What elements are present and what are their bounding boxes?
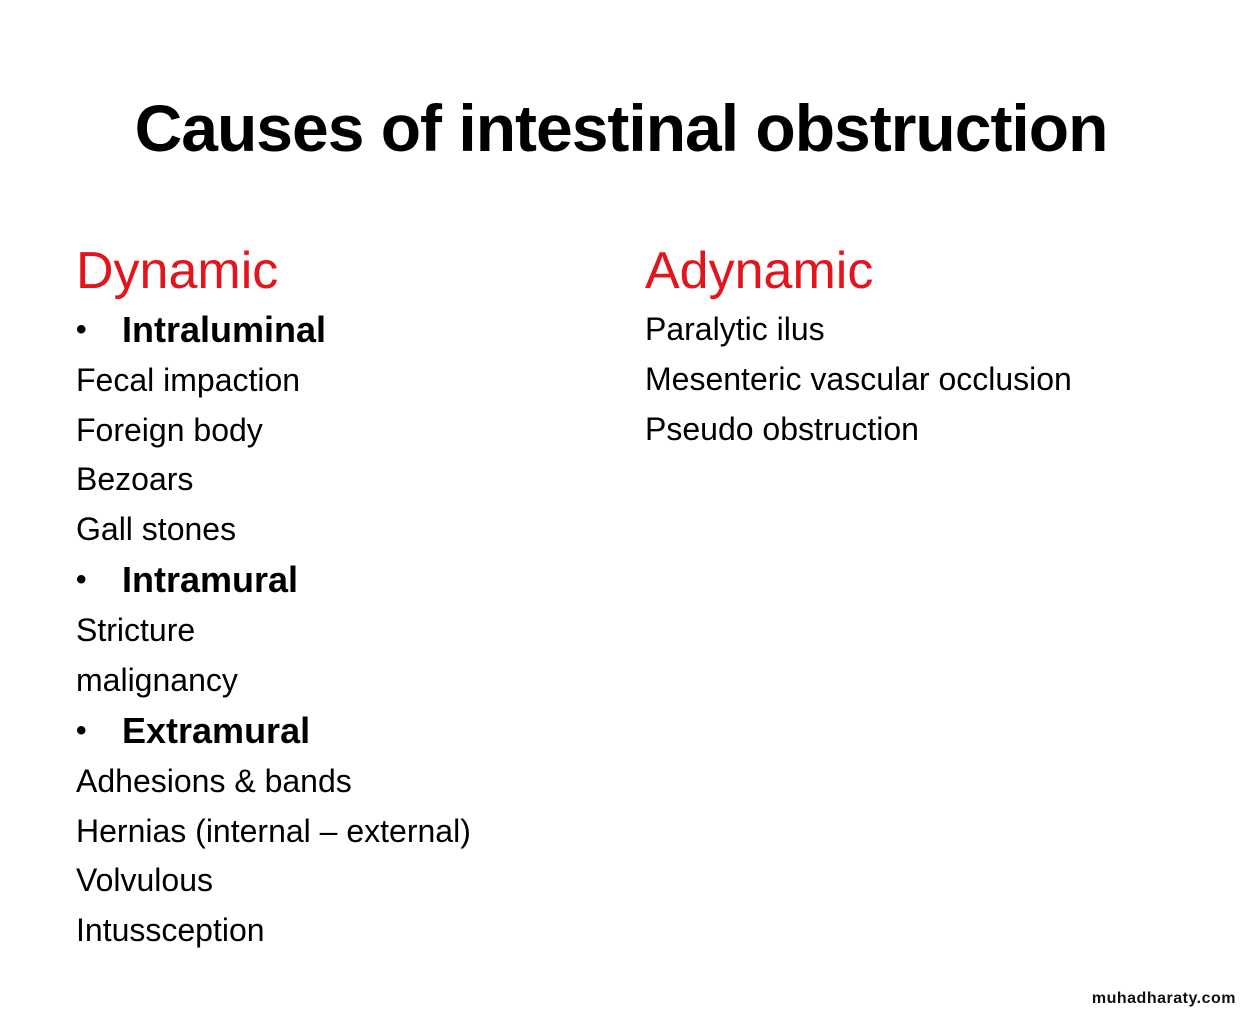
dynamic-column: Dynamic • Intraluminal Fecal impaction F… <box>76 240 471 955</box>
bullet-icon: • <box>76 563 87 596</box>
slide-title: Causes of intestinal obstruction <box>134 91 1109 165</box>
list-item: Volvulous <box>76 862 213 898</box>
list-item: Gall stones <box>76 510 237 547</box>
list-item: Foreign body <box>76 411 263 448</box>
group-label: Intramural <box>122 559 299 600</box>
list-item: Intussception <box>76 911 265 948</box>
list-item: Fecal impaction <box>76 362 301 398</box>
group-extramural: • Extramural <box>76 705 471 757</box>
group-label: Intraluminal <box>122 309 327 350</box>
watermark: muhadharaty.com <box>1091 990 1236 1007</box>
list-item: Mesenteric vascular occlusion <box>645 361 1072 397</box>
adynamic-heading: Adynamic <box>645 242 874 300</box>
list-item: Bezoars <box>76 461 194 497</box>
list-item: Paralytic ilus <box>645 311 825 347</box>
list-item: Stricture <box>76 612 196 648</box>
list-item: Adhesions & bands <box>76 763 352 799</box>
bullet-icon: • <box>76 714 87 747</box>
bullet-icon: • <box>76 313 87 346</box>
group-intraluminal: • Intraluminal <box>76 304 471 356</box>
group-label: Extramural <box>122 710 311 751</box>
adynamic-column: Adynamic Paralytic ilus Mesenteric vascu… <box>645 240 1072 454</box>
list-item: Hernias (internal – external) <box>76 812 471 849</box>
dynamic-heading: Dynamic <box>76 242 279 300</box>
list-item: Pseudo obstruction <box>645 411 919 447</box>
list-item: malignancy <box>76 661 238 698</box>
group-intramural: • Intramural <box>76 554 471 606</box>
